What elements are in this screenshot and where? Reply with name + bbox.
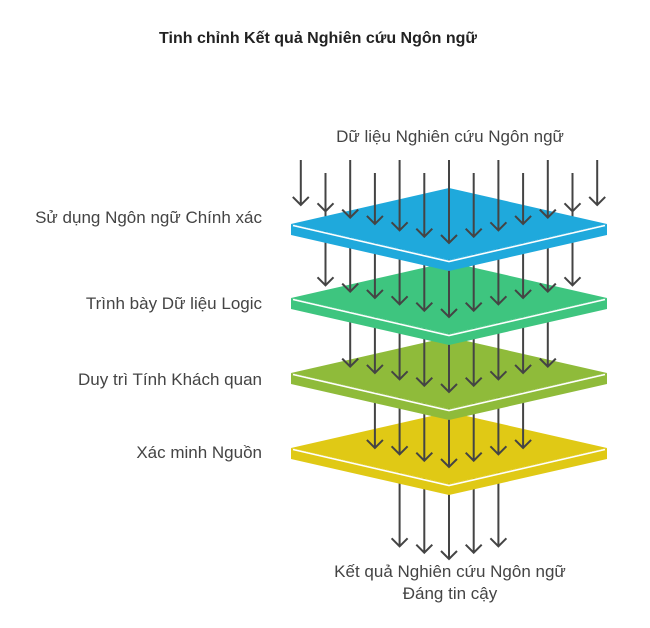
output-label-line2: Đáng tin cậy (402, 584, 498, 603)
layer-edge-2 (292, 298, 606, 337)
arrow-icon (514, 173, 532, 226)
arrow-icon (489, 160, 508, 232)
output-label: Kết quả Nghiên cứu Ngôn ngữ Đáng tin cậy (280, 561, 620, 605)
layer-edge-3 (292, 373, 606, 412)
arrow-icon (440, 160, 458, 245)
arrow-icon (292, 160, 310, 207)
arrow-icon (464, 173, 483, 239)
diagram-title: Tinh chỉnh Kết quả Nghiên cứu Ngôn ngữ (159, 30, 477, 47)
arrow-icon (366, 173, 384, 226)
arrow-icon (588, 160, 606, 207)
arrow-icon (390, 160, 409, 232)
layer-label-3: Duy trì Tính Khách quan (78, 370, 262, 389)
layer-edge-4 (292, 448, 606, 487)
input-label: Dữ liệu Nghiên cứu Ngôn ngữ (336, 127, 564, 146)
layer-label-1: Sử dụng Ngôn ngữ Chính xác (35, 208, 262, 227)
arrow-icon (415, 173, 434, 239)
arrow-icon (539, 160, 557, 220)
arrow-icon (341, 160, 359, 220)
layer-label-2: Trình bày Dữ liệu Logic (85, 294, 262, 313)
layer-edge-1 (292, 224, 606, 263)
arrow-icon (563, 173, 582, 213)
arrow-icon (316, 173, 335, 213)
layer-label-4: Xác minh Nguồn (136, 443, 262, 462)
output-label-line1: Kết quả Nghiên cứu Ngôn ngữ (334, 562, 566, 581)
